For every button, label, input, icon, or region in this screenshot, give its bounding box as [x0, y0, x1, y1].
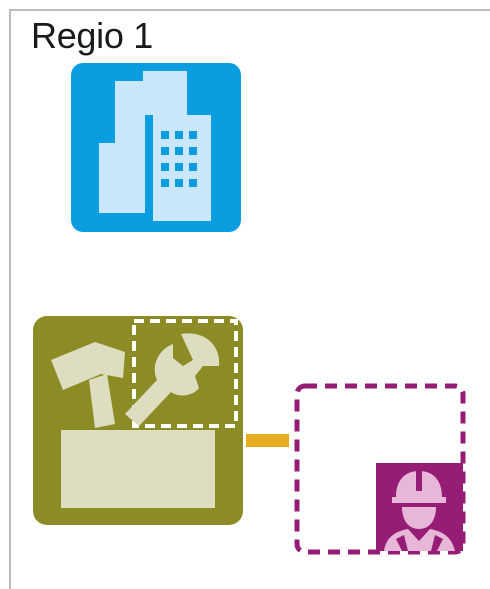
helmet-ridge	[416, 471, 422, 491]
worker-group-container[interactable]	[294, 383, 466, 555]
window-grid	[161, 131, 197, 187]
region-title: Regio 1	[31, 15, 153, 56]
toolbox-graphic	[33, 316, 243, 525]
office-building-icon[interactable]	[71, 63, 241, 232]
back-tower	[99, 71, 187, 213]
office-building-graphic	[71, 63, 241, 232]
worker-vest-stripe	[396, 535, 443, 551]
toolbox-icon[interactable]	[33, 316, 243, 525]
connector-bar	[246, 434, 289, 447]
connector-line	[246, 434, 289, 447]
wrench-dashed-region	[132, 319, 238, 428]
front-tower-edge	[145, 115, 153, 221]
region-container	[9, 9, 490, 589]
toolbox-body	[61, 430, 215, 508]
construction-worker-graphic	[376, 463, 463, 551]
worker-group-dashed-border	[294, 383, 466, 555]
worker-face	[402, 507, 436, 529]
wrench-icon	[125, 333, 220, 426]
hammer-icon	[51, 342, 125, 390]
hammer-handle	[89, 374, 115, 428]
construction-worker-icon[interactable]	[376, 463, 463, 551]
